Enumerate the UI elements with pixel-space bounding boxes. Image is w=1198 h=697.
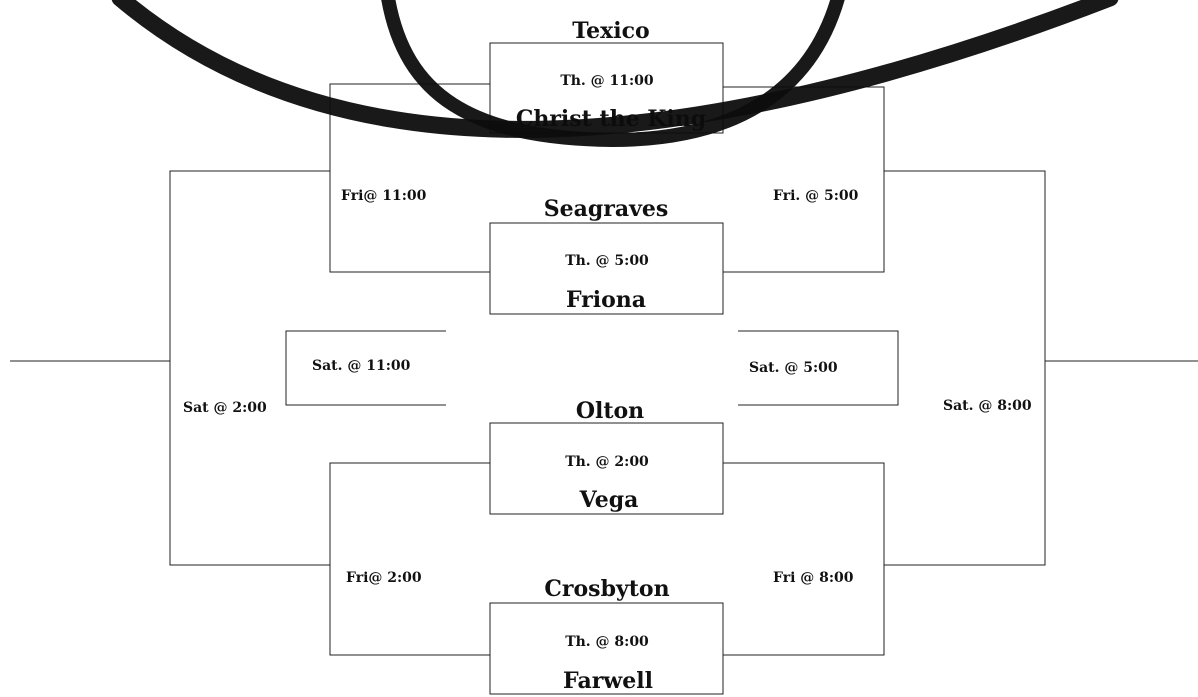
bracket-line-sat-right-inner [738,330,899,406]
team-name-friona: Friona [566,287,646,313]
bracket-line-sat-left-inner [285,330,446,406]
game-time-thu-1: Th. @ 11:00 [560,73,654,89]
team-name-olton: Olton [576,398,644,424]
game-time-sat-left-inner: Sat. @ 11:00 [312,358,411,374]
game-time-thu-4: Th. @ 8:00 [565,634,649,650]
game-time-fri-right-top: Fri. @ 5:00 [773,188,859,204]
bracket-line-sat-left-outer [169,170,330,566]
game-time-fri-left-bottom: Fri@ 2:00 [346,570,422,586]
team-name-vega: Vega [579,487,639,513]
bracket-line-sat-right-outer [884,170,1046,566]
game-time-sat-right-outer: Sat. @ 8:00 [943,398,1032,414]
bracket-line-fri-left-bottom [329,462,490,656]
game-time-thu-2: Th. @ 5:00 [565,253,649,269]
team-name-farwell: Farwell [563,668,653,694]
game-time-sat-left-outer: Sat @ 2:00 [183,400,267,416]
team-name-crosbyton: Crosbyton [544,576,669,602]
game-time-fri-left-top: Fri@ 11:00 [341,188,427,204]
team-name-texico: Texico [572,18,649,44]
team-name-seagraves: Seagraves [544,196,669,222]
bracket-line-fri-left-top [329,83,490,273]
bracket-line-fri-right-bottom [723,462,885,656]
game-time-fri-right-bottom: Fri @ 8:00 [773,570,854,586]
game-time-sat-right-inner: Sat. @ 5:00 [749,360,838,376]
game-box-thursday-4 [489,602,724,695]
overlay-arcs [111,0,1119,148]
arc-inner-stroke [381,0,845,148]
game-time-thu-3: Th. @ 2:00 [565,454,649,470]
game-box-thursday-3 [489,422,724,515]
game-box-thursday-2 [489,222,724,315]
